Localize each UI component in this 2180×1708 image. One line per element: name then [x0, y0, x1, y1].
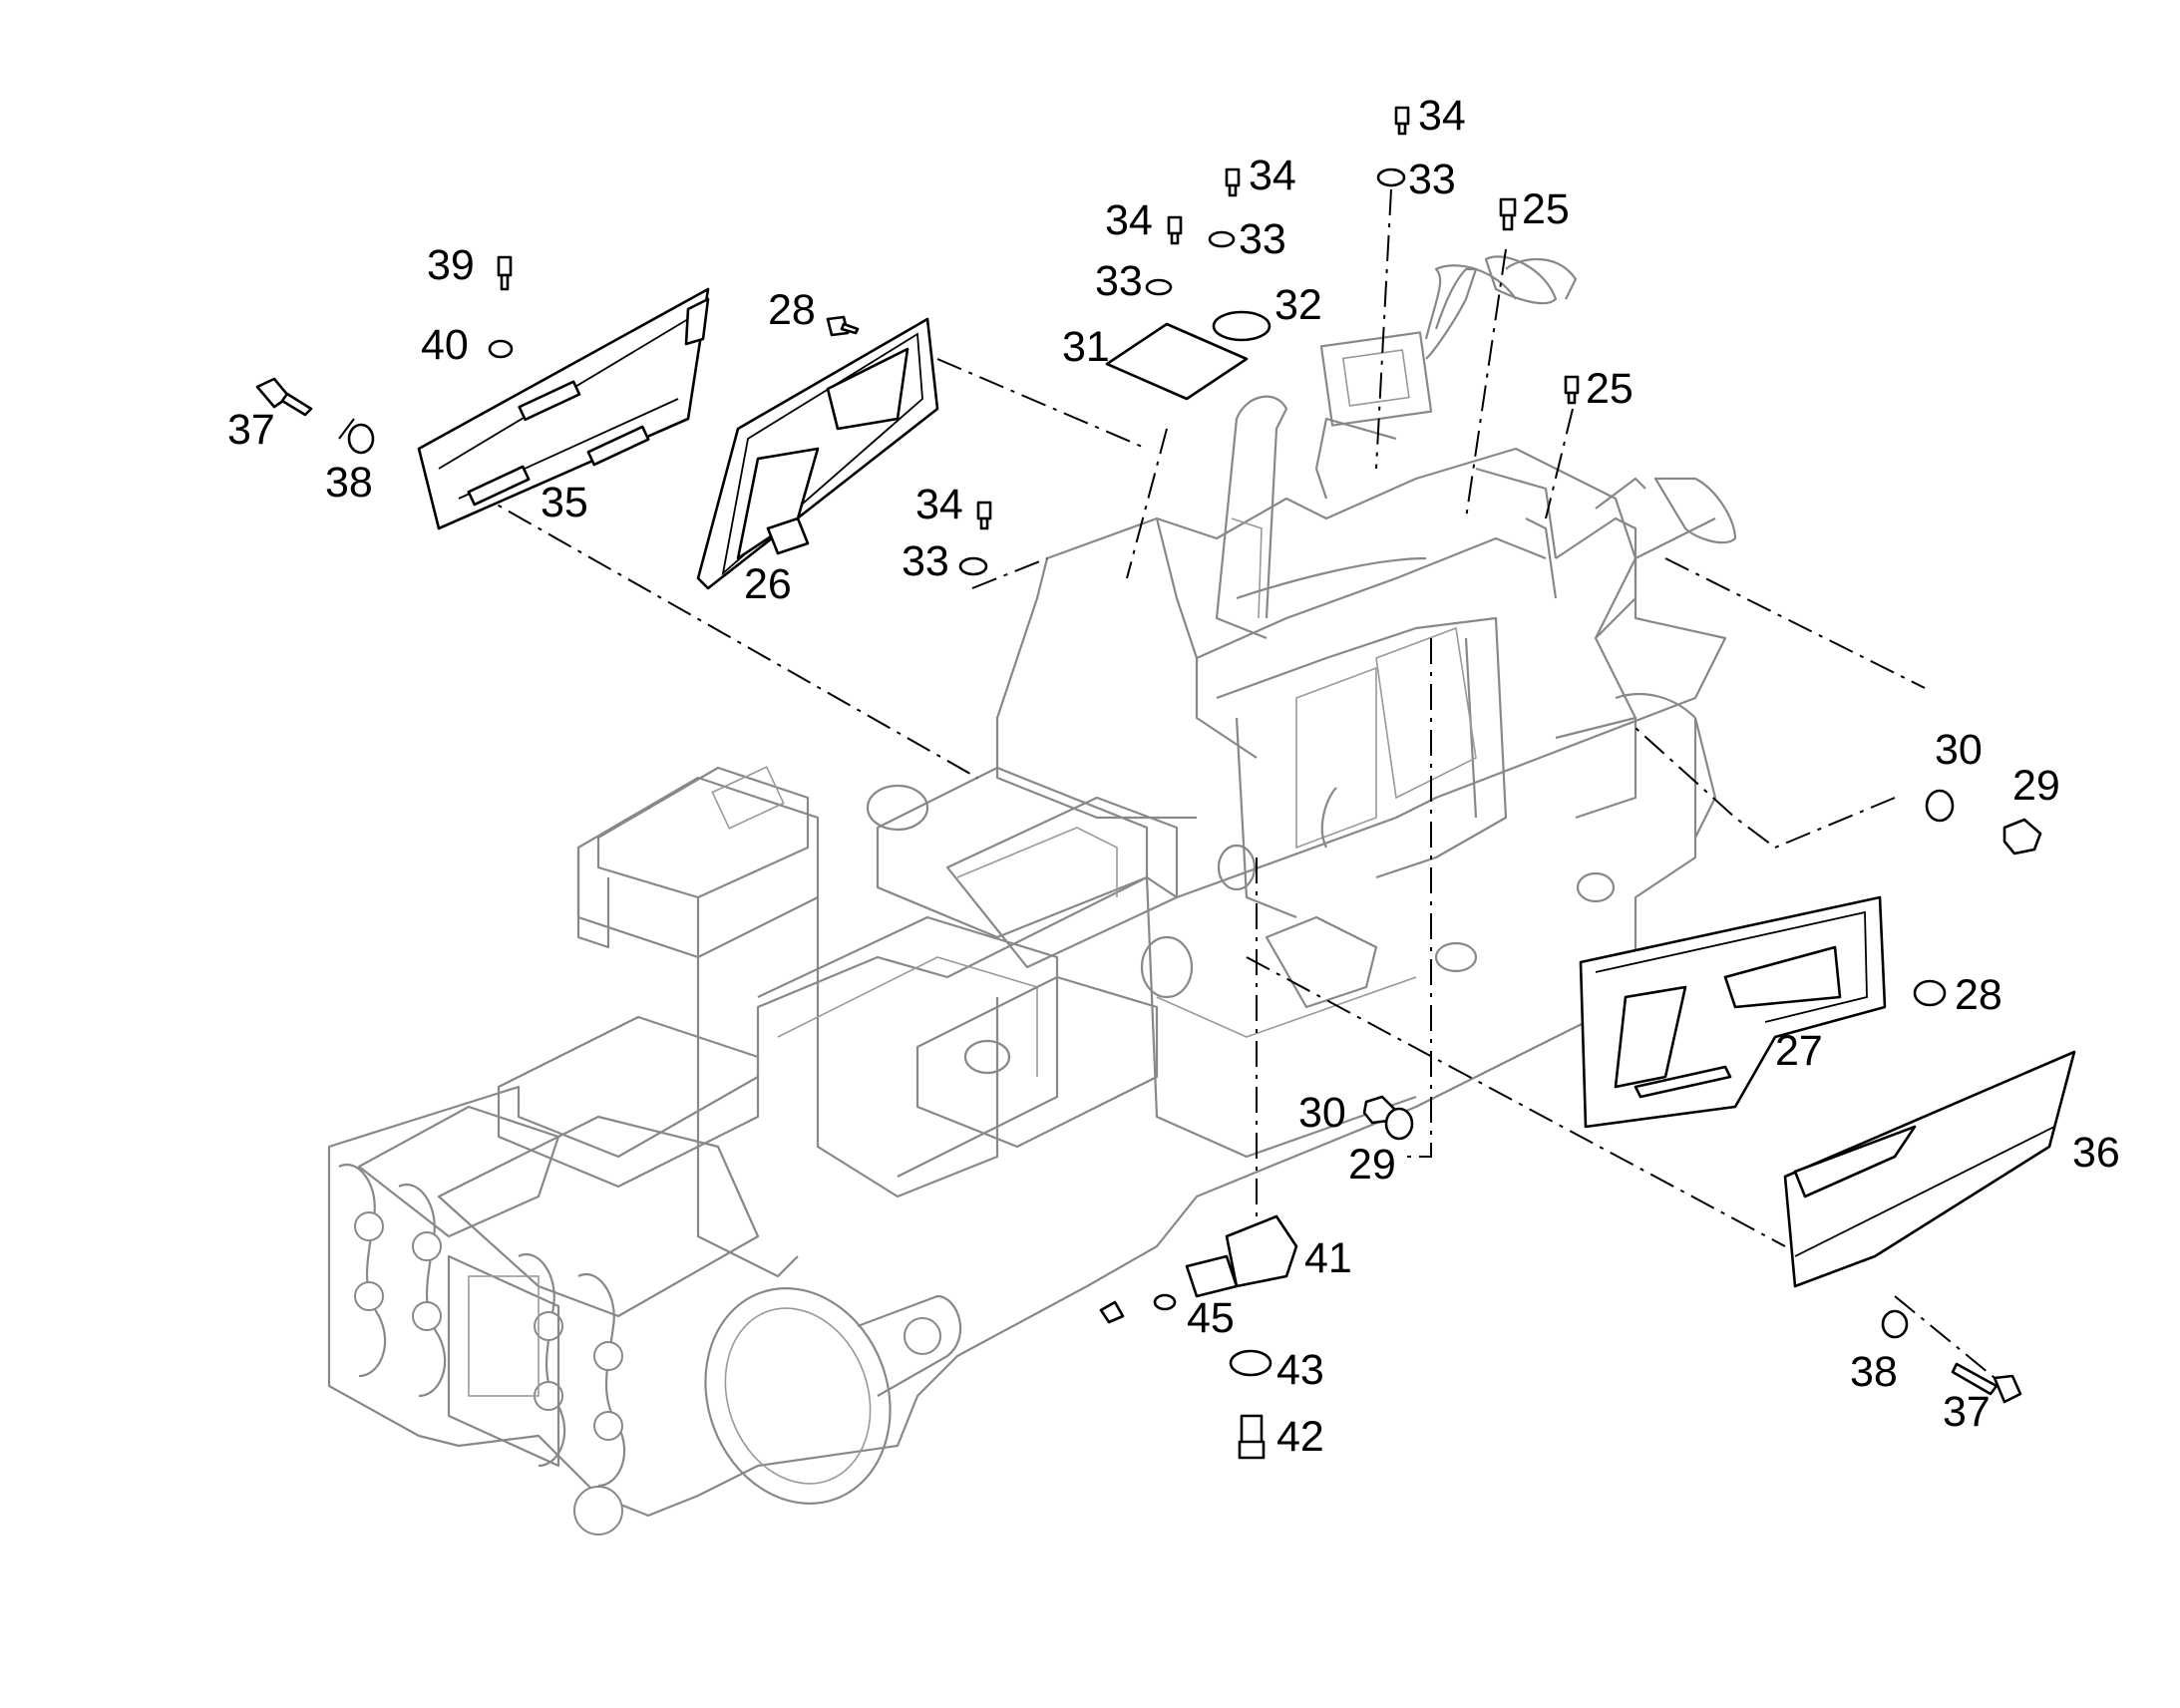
callout-33: 33	[1408, 156, 1456, 203]
part-26-door-panel	[696, 317, 939, 590]
callout-37: 37	[227, 406, 275, 454]
assembly-leader-lines	[338, 188, 2005, 1387]
callout-33: 33	[902, 537, 949, 585]
callout-25: 25	[1586, 365, 1634, 413]
callout-34: 34	[1249, 152, 1296, 199]
callout-33: 33	[1095, 257, 1143, 305]
callout-35: 35	[541, 479, 588, 526]
callout-29: 29	[1348, 1141, 1396, 1189]
callout-30: 30	[1935, 726, 1983, 774]
callout-45: 45	[1187, 1294, 1235, 1342]
part-41-bracket	[1225, 1214, 1298, 1288]
callout-30: 30	[1298, 1089, 1346, 1137]
callout-labels: 34 33 25 34 34 33 33 32 31 25 39 28 40 3…	[227, 92, 2120, 1461]
callout-34: 34	[915, 481, 963, 528]
callout-32: 32	[1274, 281, 1322, 329]
part-45-clamp	[1185, 1254, 1239, 1298]
callout-33: 33	[1239, 215, 1286, 263]
callout-31: 31	[1062, 323, 1110, 371]
part-32-seal-ring	[1212, 310, 1272, 342]
callout-27: 27	[1775, 1027, 1823, 1075]
machine-frame	[327, 255, 1737, 1536]
callout-28: 28	[768, 286, 816, 334]
fasteners	[255, 106, 2042, 1460]
callout-34: 34	[1105, 196, 1153, 244]
callout-38: 38	[325, 459, 373, 507]
callout-36: 36	[2072, 1129, 2120, 1177]
callout-26: 26	[744, 560, 792, 608]
part-31-cover-plate	[1105, 322, 1249, 401]
callout-38: 38	[1850, 1348, 1898, 1396]
callout-34: 34	[1418, 92, 1466, 140]
part-35-side-panel	[417, 287, 710, 530]
callout-41: 41	[1304, 1234, 1352, 1282]
callout-43: 43	[1276, 1346, 1324, 1394]
callout-25: 25	[1522, 185, 1570, 233]
callout-28: 28	[1955, 971, 2002, 1019]
callout-37: 37	[1943, 1388, 1991, 1436]
callout-39: 39	[427, 241, 475, 289]
callout-29: 29	[2012, 762, 2060, 810]
part-27-door-panel-right	[1579, 895, 1887, 1129]
callout-42: 42	[1276, 1413, 1324, 1461]
callout-40: 40	[421, 321, 469, 369]
part-36-side-panel-right	[1783, 1050, 2076, 1288]
